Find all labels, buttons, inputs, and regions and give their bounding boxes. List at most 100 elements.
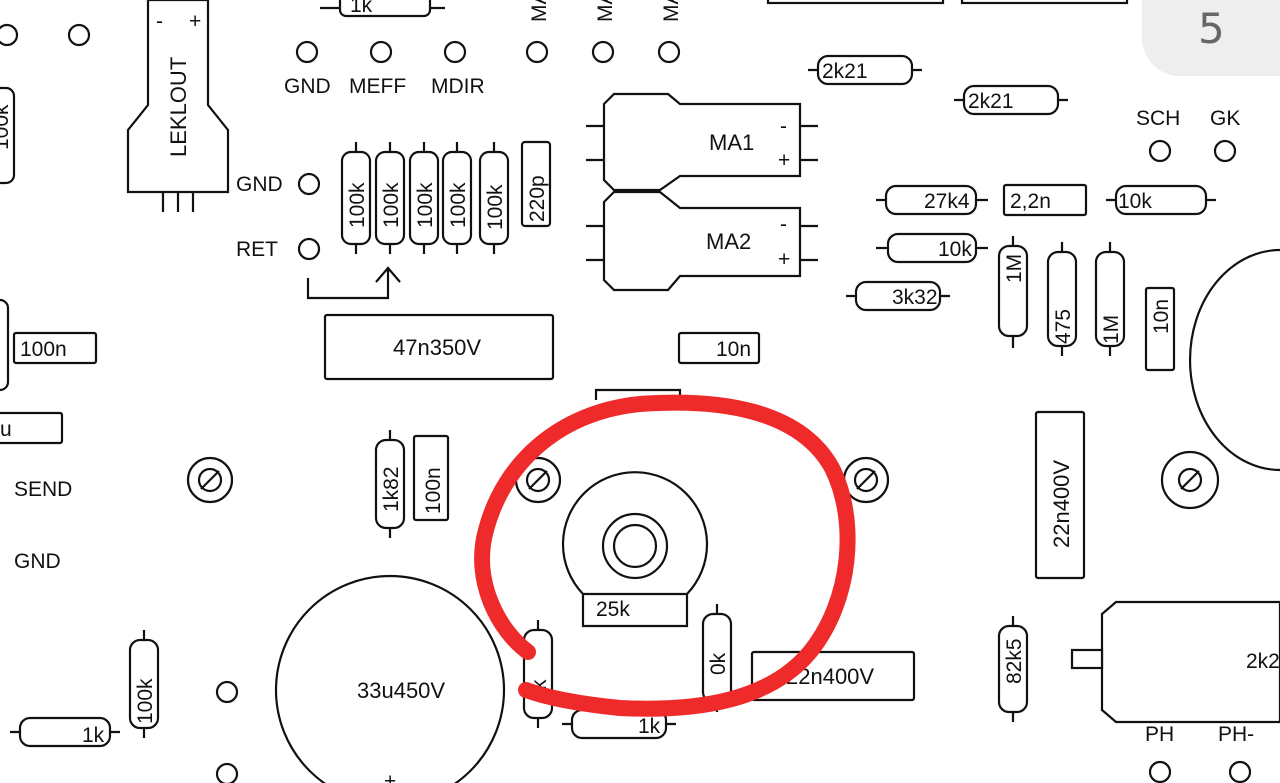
resistor-2k21-b: 2k21: [954, 84, 1068, 116]
capacitor-100n-vertical: 100n: [412, 434, 450, 522]
capacitor-33u450v: 33u450V +: [274, 574, 506, 783]
svg-text:1k: 1k: [82, 724, 105, 747]
resistor-network-100k: 100k 100k 100k 100k: [340, 142, 473, 254]
label-gnd-bottom: GND: [14, 550, 61, 573]
svg-text:82k5: 82k5: [1003, 638, 1026, 684]
pad-mdir: [443, 40, 467, 64]
svg-text:100k: 100k: [414, 182, 437, 228]
resistor-vertical-k: k: [522, 620, 554, 728]
svg-text:100n: 100n: [422, 467, 445, 514]
left-edge-part: [0, 298, 10, 392]
capacitor-100n-left: 100n: [12, 331, 98, 365]
resistor-3k32: 3k32: [846, 280, 950, 312]
leklout-plus: +: [189, 10, 201, 33]
red-circle-annotation: [474, 394, 856, 717]
mounting-hole: [1160, 450, 1220, 510]
svg-text:33u450V: 33u450V: [357, 678, 445, 703]
large-capacitor-outline: [1188, 248, 1280, 472]
pad-ph: [1148, 760, 1172, 783]
resistor-1m-a: 1M: [997, 236, 1029, 348]
svg-text:2k21: 2k21: [822, 60, 868, 83]
capacitor-2-2n: 2,2n: [1002, 183, 1088, 217]
svg-text:100k: 100k: [447, 182, 470, 228]
pad-gnd-left: [297, 172, 321, 196]
svg-text:3k32: 3k32: [892, 286, 938, 309]
resistor-2k21-a: 2k21: [808, 54, 922, 86]
label-send: SEND: [14, 478, 72, 501]
svg-text:25k: 25k: [596, 598, 630, 621]
svg-text:100k: 100k: [380, 182, 403, 228]
svg-text:+: +: [778, 149, 790, 172]
pad-ph-minus: [1228, 760, 1252, 783]
resistor-100k-single: 100k: [478, 142, 510, 254]
pad: [0, 23, 19, 47]
capacitor-10n-vertical: 10n: [1144, 286, 1176, 372]
relay-ma2: MA2 - +: [586, 190, 818, 292]
svg-text:10n: 10n: [716, 338, 751, 361]
pad-meff: [369, 40, 393, 64]
label-ph-minus: PH-: [1218, 723, 1254, 746]
pad-ma: [657, 40, 681, 64]
label-gnd-top: GND: [284, 75, 331, 98]
label-meff: MEFF: [349, 75, 406, 98]
ret-arrow: [306, 266, 401, 300]
capacitor-10n-mid: 10n: [677, 331, 761, 365]
resistor-1m-b: 1M: [1094, 242, 1126, 356]
resistor-10k-b: 10k: [876, 232, 988, 264]
svg-text:100n: 100n: [20, 338, 67, 361]
svg-text:MA1: MA1: [709, 130, 754, 155]
svg-text:220p: 220p: [526, 175, 549, 222]
svg-text:k: k: [528, 679, 551, 690]
potentiometer-25k: 25k: [561, 388, 709, 628]
label-ph: PH: [1145, 723, 1174, 746]
pad-ma: [591, 40, 615, 64]
pad-ret: [297, 237, 321, 261]
capacitor-22n400v-vertical: 22n400V: [1034, 410, 1086, 580]
svg-text:-: -: [780, 213, 787, 236]
pad-ma: [525, 40, 549, 64]
svg-text:100k: 100k: [484, 184, 507, 230]
label-mdir: MDIR: [431, 75, 485, 98]
leklout-component: - + LEKLOUT: [126, 0, 230, 212]
leklout-minus: -: [156, 10, 163, 33]
svg-text:MA2: MA2: [706, 229, 751, 254]
svg-text:27k4: 27k4: [924, 190, 970, 213]
partial-u-component: u: [0, 411, 64, 445]
svg-text:1M: 1M: [1003, 254, 1026, 283]
mounting-hole: [514, 456, 562, 504]
left-edge-resistor: 100k: [0, 86, 16, 185]
svg-text:MA: MA: [528, 0, 551, 22]
pad: [67, 23, 91, 47]
label-ret: RET: [236, 238, 278, 261]
svg-text:MA: MA: [594, 0, 617, 22]
resistor-82k5: 82k5: [997, 616, 1029, 722]
component-2k2-right: 2k2: [1070, 600, 1280, 724]
svg-text:100k: 100k: [346, 182, 369, 228]
label-gnd-left: GND: [236, 173, 283, 196]
resistor-1k-top: 1k: [320, 0, 445, 18]
top-component-outline: [766, 0, 945, 5]
resistor-475: 475: [1046, 242, 1078, 356]
svg-text:LEKLOUT: LEKLOUT: [166, 57, 191, 157]
mounting-hole: [842, 456, 890, 504]
svg-text:100k: 100k: [0, 104, 13, 150]
top-component-outline: [960, 0, 1129, 5]
pad-gnd-top: [295, 40, 319, 64]
pad-sch: [1148, 139, 1172, 163]
svg-text:1M: 1M: [1100, 315, 1123, 344]
svg-text:1k: 1k: [350, 0, 373, 17]
resistor-1k82: 1k82: [374, 430, 406, 538]
svg-text:100k: 100k: [134, 678, 157, 724]
pad: [215, 680, 239, 704]
pad-gk: [1213, 139, 1237, 163]
svg-text:2k2: 2k2: [1246, 650, 1280, 673]
svg-text:+: +: [384, 770, 396, 783]
svg-text:22n400V: 22n400V: [1049, 460, 1074, 548]
resistor-10k-a: 10k: [1106, 184, 1216, 216]
svg-text:10n: 10n: [1150, 299, 1173, 334]
svg-text:1k: 1k: [638, 715, 661, 738]
svg-text:10k: 10k: [1118, 190, 1152, 213]
page-indicator: 5: [1142, 0, 1280, 76]
resistor-1k-left-bottom: 1k: [10, 716, 120, 748]
